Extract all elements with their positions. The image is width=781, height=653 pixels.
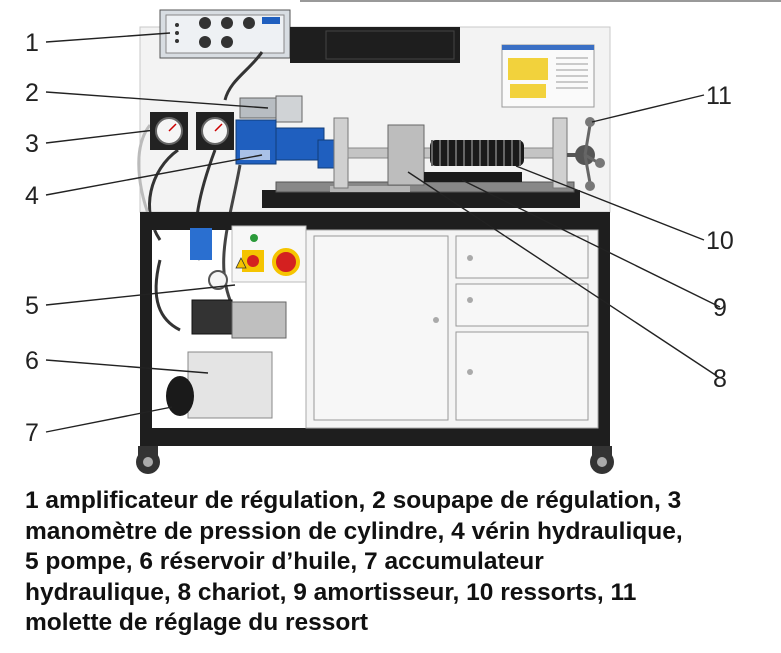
caster-wheel-icon	[590, 446, 614, 474]
cabinet	[305, 229, 599, 429]
callout-2: 2	[25, 79, 39, 107]
control-amplifier	[159, 9, 291, 59]
caption-line: hydraulique, 8 chariot, 9 amortisseur, 1…	[25, 578, 637, 606]
callout-11: 11	[706, 82, 732, 110]
callout-3: 3	[25, 130, 39, 158]
schematic-poster	[501, 44, 595, 108]
pressure-gauge-icon	[208, 270, 228, 290]
callout-4: 4	[25, 182, 39, 210]
springs	[430, 140, 524, 166]
callout-8: 8	[713, 365, 727, 393]
slide-rail	[262, 190, 580, 208]
cylinder-pressure-gauges	[150, 112, 234, 150]
hydraulic-power-unit	[166, 225, 307, 419]
callout-1: 1	[25, 29, 39, 57]
callout-lines	[45, 32, 721, 433]
caption-line: manomètre de pression de cylindre, 4 vér…	[25, 517, 683, 545]
callout-5: 5	[25, 292, 39, 320]
warning-triangle-icon	[235, 257, 247, 269]
caption-line: molette de réglage du ressort	[25, 609, 369, 637]
damper	[424, 172, 522, 182]
handwheel-icon	[567, 117, 605, 191]
caster-wheel-icon	[136, 446, 160, 474]
caption-line: 1 amplificateur de régulation, 2 soupape…	[25, 487, 682, 514]
figure-caption: 1 amplificateur de régulation, 2 soupape…	[25, 486, 777, 639]
caption-line: 5 pompe, 6 réservoir d’huile, 7 accumula…	[25, 548, 544, 576]
emergency-stop-icon	[272, 248, 300, 276]
control-valve	[239, 95, 303, 123]
callout-7: 7	[25, 419, 39, 447]
lower-frame	[140, 212, 610, 446]
callout-10: 10	[706, 227, 734, 255]
carriage	[387, 124, 425, 186]
cable-duct	[320, 27, 460, 63]
oil-tank	[187, 351, 273, 419]
test-bench-illustration: 1 2 3 4 5 6 7 8 9 10 11	[25, 0, 781, 474]
callout-9: 9	[713, 294, 727, 322]
callout-6: 6	[25, 347, 39, 375]
pump	[191, 299, 233, 335]
top-rail	[290, 27, 320, 63]
accumulator	[166, 376, 194, 416]
